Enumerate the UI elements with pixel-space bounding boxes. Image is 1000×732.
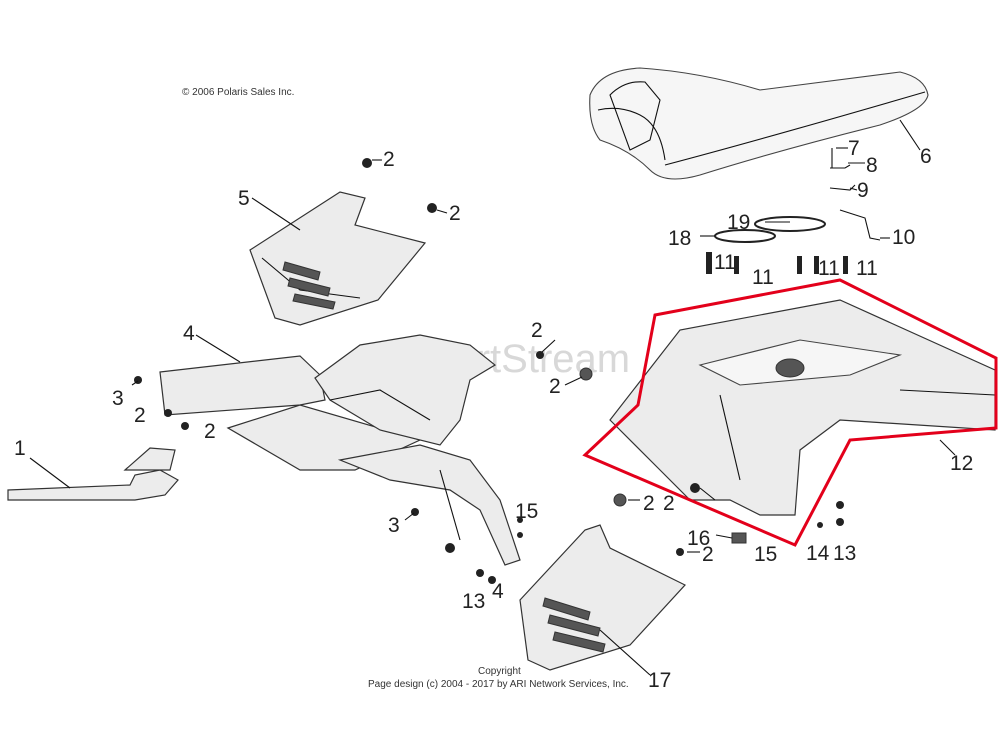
callout-10: 10 — [892, 226, 915, 249]
callout-12: 12 — [950, 452, 973, 475]
fastener-part[interactable] — [164, 409, 172, 417]
callout-2: 2 — [549, 375, 561, 398]
fastener-part[interactable] — [517, 517, 523, 523]
callout-17: 17 — [648, 669, 671, 692]
callout-8: 8 — [866, 154, 878, 177]
bracket-parts[interactable] — [829, 148, 881, 241]
footer-page-design: Page design (c) 2004 - 2017 by ARI Netwo… — [368, 679, 629, 690]
callout-2: 2 — [663, 492, 675, 515]
leader-lines — [29, 119, 956, 676]
callout-5: 5 — [238, 187, 250, 210]
bolt-part[interactable] — [843, 256, 848, 274]
callout-9: 9 — [857, 179, 869, 202]
fastener-part[interactable] — [676, 548, 684, 556]
fastener-part[interactable] — [690, 483, 700, 493]
callout-2: 2 — [531, 319, 543, 342]
bolt-part[interactable] — [814, 256, 819, 274]
callout-4: 4 — [183, 322, 195, 345]
rear-lower-cover-part[interactable] — [519, 524, 686, 671]
washer-part[interactable] — [754, 216, 826, 232]
fastener-part[interactable] — [488, 576, 496, 584]
callout-15: 15 — [515, 500, 538, 523]
callout-18: 18 — [668, 227, 691, 250]
footer-copyright: Copyright — [478, 666, 521, 677]
fastener-part[interactable] — [836, 501, 844, 509]
floorboard-strip-part[interactable] — [7, 447, 179, 501]
callout-2: 2 — [643, 492, 655, 515]
callout-2: 2 — [702, 543, 714, 566]
callout-11: 11 — [818, 257, 840, 280]
fastener-part[interactable] — [613, 493, 627, 507]
bolt-part[interactable] — [734, 256, 739, 274]
fastener-part[interactable] — [817, 522, 823, 528]
callout-2: 2 — [134, 404, 146, 427]
callout-15: 15 — [754, 543, 777, 566]
callout-11: 11 — [752, 266, 774, 289]
fastener-part[interactable] — [517, 532, 523, 538]
fastener-part[interactable] — [579, 367, 593, 381]
callout-13: 13 — [462, 590, 485, 613]
fastener-part[interactable] — [731, 532, 747, 544]
callout-13: 13 — [833, 542, 856, 565]
callout-16: 16 — [687, 527, 710, 550]
callout-11: 11 — [714, 251, 736, 274]
bolt-part[interactable] — [797, 256, 802, 274]
callout-19: 19 — [727, 211, 750, 234]
callout-7: 7 — [848, 137, 860, 160]
fastener-part[interactable] — [536, 351, 544, 359]
fastener-part[interactable] — [476, 569, 484, 577]
fastener-part[interactable] — [836, 518, 844, 526]
front-upper-cover-part[interactable] — [249, 191, 427, 326]
front-fender-part[interactable] — [159, 334, 521, 566]
callout-2: 2 — [449, 202, 461, 225]
callout-4: 4 — [492, 580, 504, 603]
copyright-top: © 2006 Polaris Sales Inc. — [182, 87, 294, 98]
callout-3: 3 — [388, 514, 400, 537]
callout-2: 2 — [204, 420, 216, 443]
callout-6: 6 — [920, 145, 932, 168]
bolt-part[interactable] — [706, 252, 712, 274]
fastener-part[interactable] — [181, 422, 189, 430]
callout-2: 2 — [383, 148, 395, 171]
fastener-part[interactable] — [427, 203, 437, 213]
highlight-outline — [582, 278, 998, 547]
fastener-part[interactable] — [362, 158, 372, 168]
rear-fender-part[interactable] — [609, 299, 996, 516]
callout-14: 14 — [806, 542, 830, 565]
fastener-part[interactable] — [445, 543, 455, 553]
callout-3: 3 — [112, 387, 124, 410]
callout-1: 1 — [14, 437, 26, 460]
seat-part[interactable] — [589, 67, 929, 180]
callout-11: 11 — [856, 257, 878, 280]
